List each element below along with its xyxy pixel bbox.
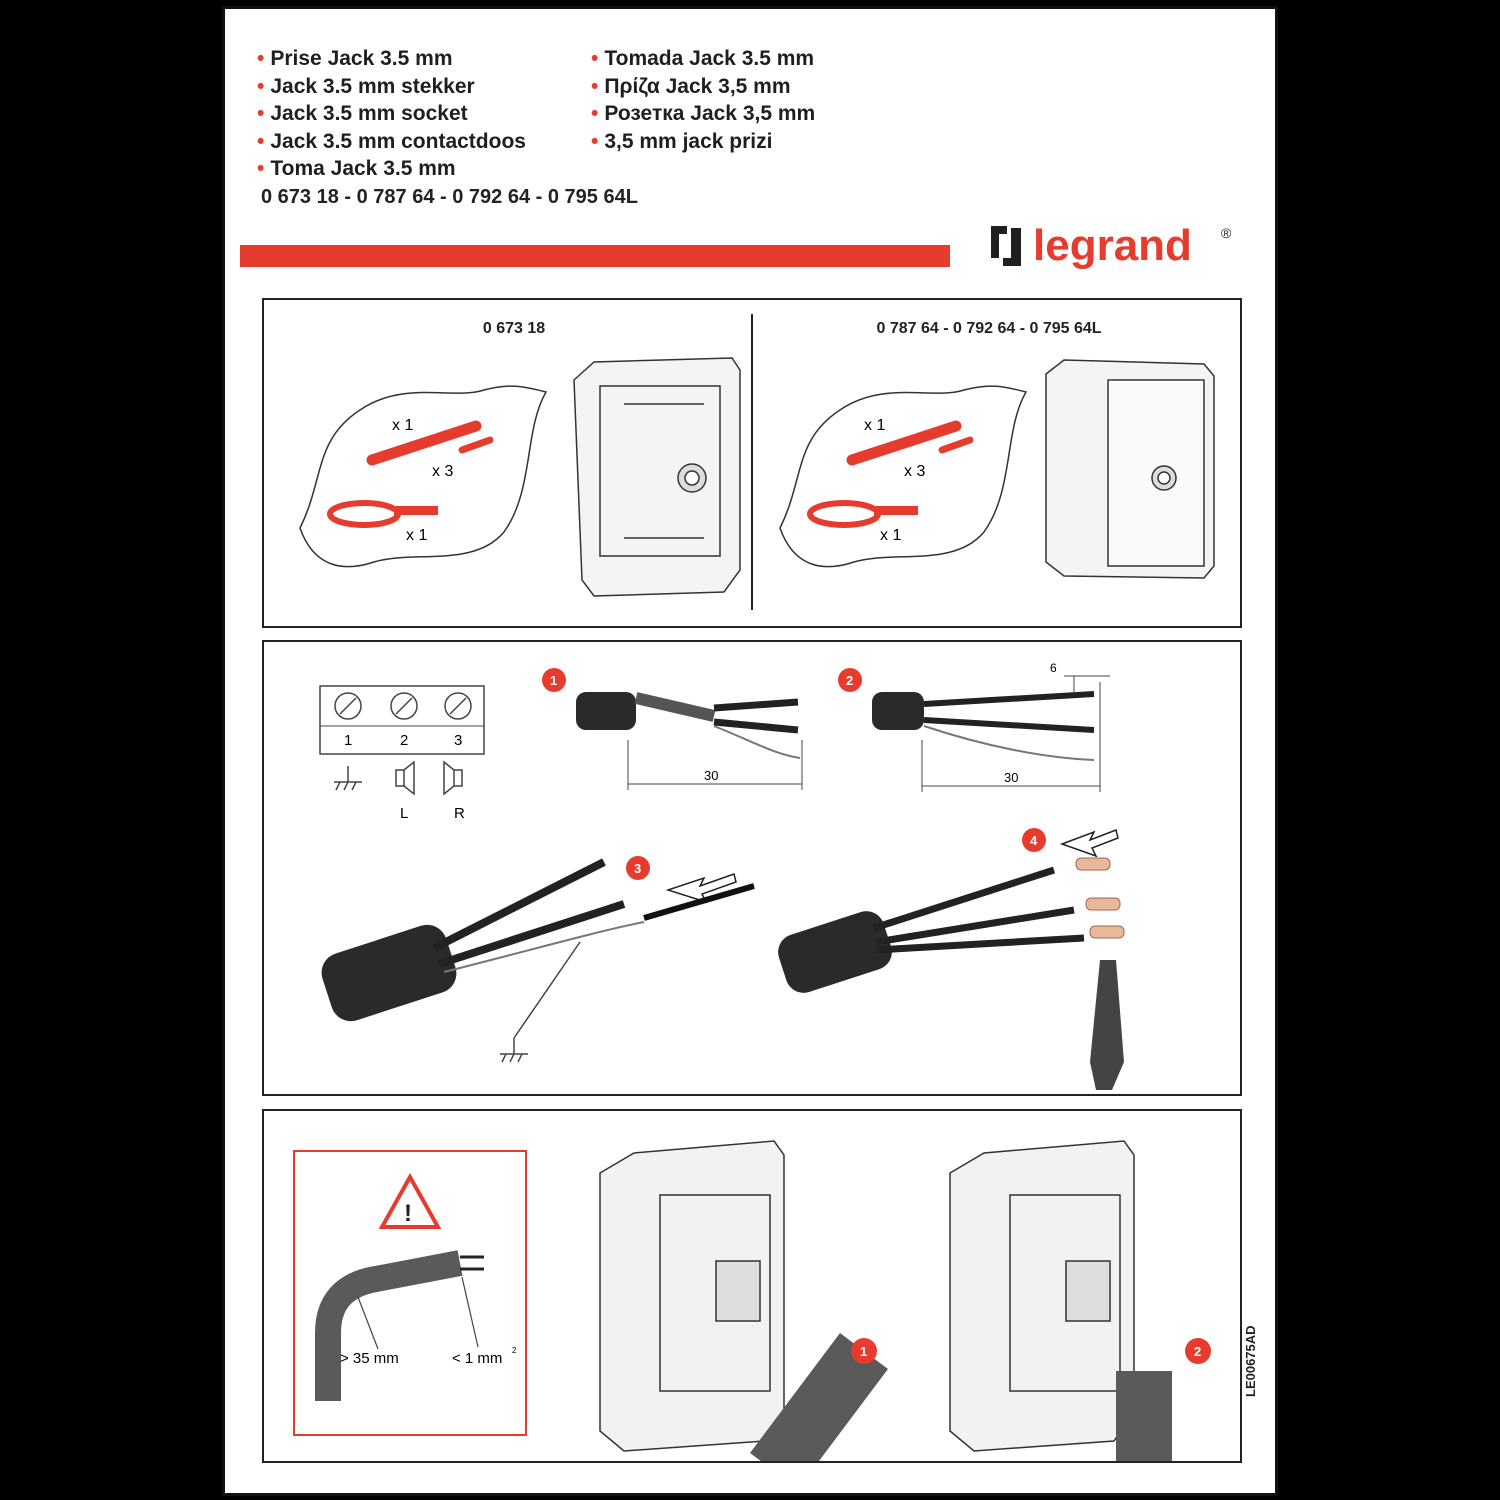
qty-rod-left: x 1	[392, 417, 413, 434]
slide-arrow-icon	[665, 873, 737, 904]
cable-icon-step3	[321, 924, 457, 1022]
dimension-6: 6	[1050, 661, 1057, 675]
title-ru: •Розетка Jack 3,5 mm	[591, 102, 816, 125]
dimension-30-step1: 30	[704, 768, 718, 783]
title-es: •Toma Jack 3.5 mm	[257, 157, 456, 180]
socket-with-frame-icon	[573, 357, 741, 597]
installed-socket-1-icon	[599, 1140, 785, 1452]
speaker-left-icon	[395, 760, 415, 796]
svg-text:1: 1	[860, 1344, 867, 1359]
terminal-label-2: 2	[400, 732, 408, 749]
dimension-30-step2: 30	[1004, 770, 1018, 785]
socket-module-icon	[1045, 359, 1215, 579]
product-titles-left: •Prise Jack 3.5 mm •Jack 3.5 mm stekker …	[257, 45, 526, 183]
svg-text:4: 4	[1030, 833, 1038, 848]
title-fr: •Prise Jack 3.5 mm	[257, 47, 453, 70]
legrand-logo-mark	[991, 226, 1021, 266]
terminal-block-icon	[319, 685, 485, 755]
install-step-1-badge	[851, 1338, 877, 1364]
contents-illustration: x 1 x 3 x 1 x 1 x 3 x 1	[299, 314, 1215, 610]
earth-symbol-step3	[500, 1038, 528, 1063]
legrand-logo: legrand ®	[991, 221, 1232, 270]
step-4-badge	[1022, 828, 1046, 852]
panel-right-title: 0 787 64 - 0 792 64 - 0 795 64L	[876, 320, 1102, 337]
cable-icon-step4	[778, 911, 892, 993]
bend-radius-label: > 35 mm	[340, 1350, 399, 1367]
svg-text:1: 1	[550, 673, 557, 688]
panel-contents: 0 673 18 0 787 64 - 0 792 64 - 0 795 64L…	[262, 298, 1242, 628]
installation-illustration: ! > 35 mm < 1 mm 2 1	[293, 1140, 1211, 1461]
install-step-2-badge	[1185, 1338, 1211, 1364]
plastic-rod-icon	[366, 420, 482, 466]
qty-pins-right: x 3	[904, 463, 925, 480]
cable-icon-install1	[750, 1333, 888, 1461]
accessory-bag-icon	[299, 385, 548, 568]
warning-icon	[378, 1172, 442, 1229]
section-label: < 1 mm	[452, 1350, 502, 1367]
heat-shrink-sleeve	[643, 883, 755, 921]
title-en: •Jack 3.5 mm socket	[257, 102, 468, 125]
svg-text:!: !	[404, 1200, 412, 1227]
speaker-right-icon	[443, 760, 463, 796]
panel-left-title: 0 673 18	[482, 320, 546, 337]
label-left-channel: L	[400, 805, 408, 822]
title-gr: •Πρίζα Jack 3,5 mm	[591, 74, 791, 98]
product-titles-right: •Tomada Jack 3.5 mm •Πρίζα Jack 3,5 mm •…	[591, 45, 815, 155]
svg-text:2: 2	[846, 673, 853, 688]
title-be: •Jack 3.5 mm contactdoos	[257, 129, 526, 153]
red-banner	[240, 245, 950, 267]
document-id: LE00675AD	[1243, 1325, 1258, 1397]
title-pt: •Tomada Jack 3.5 mm	[591, 47, 815, 70]
terminal-label-3: 3	[454, 732, 462, 749]
qty-rod-right: x 1	[864, 417, 885, 434]
ferrule-icon	[1075, 857, 1111, 871]
pin-icon	[458, 436, 494, 454]
earth-symbol-icon	[334, 766, 362, 791]
crimping-pliers-icon	[1090, 960, 1124, 1090]
qty-tie-left: x 1	[406, 527, 427, 544]
label-right-channel: R	[454, 805, 465, 822]
cable-bend-icon	[315, 1250, 463, 1401]
title-nl: •Jack 3.5 mm stekker	[257, 74, 475, 98]
step-2-badge	[838, 668, 862, 692]
legrand-wordmark: legrand	[1033, 221, 1192, 270]
panel-wiring: 1 2 3 L R 1 30	[262, 640, 1242, 1096]
svg-text:2: 2	[1194, 1344, 1201, 1359]
shield-braid	[634, 692, 716, 722]
qty-pins-left: x 3	[432, 463, 453, 480]
panel-installation: ! > 35 mm < 1 mm 2 1	[262, 1109, 1242, 1463]
section-superscript: 2	[512, 1346, 517, 1355]
step-1-badge	[542, 668, 566, 692]
step-3-badge	[626, 856, 650, 880]
terminal-label-1: 1	[344, 732, 352, 749]
instruction-sheet: •Prise Jack 3.5 mm •Jack 3.5 mm stekker …	[222, 6, 1278, 1496]
svg-text:3: 3	[634, 861, 641, 876]
wiring-illustration: 1 2 3 L R 1 30	[319, 661, 1125, 1090]
cable-sheath-icon	[576, 692, 636, 730]
cable-tie-head	[394, 506, 438, 515]
installed-socket-2-icon	[949, 1140, 1135, 1452]
registered-mark: ®	[1221, 225, 1232, 241]
product-references: 0 673 18 - 0 787 64 - 0 792 64 - 0 795 6…	[261, 186, 638, 208]
title-tr: •3,5 mm jack prizi	[591, 129, 773, 153]
qty-tie-right: x 1	[880, 527, 901, 544]
